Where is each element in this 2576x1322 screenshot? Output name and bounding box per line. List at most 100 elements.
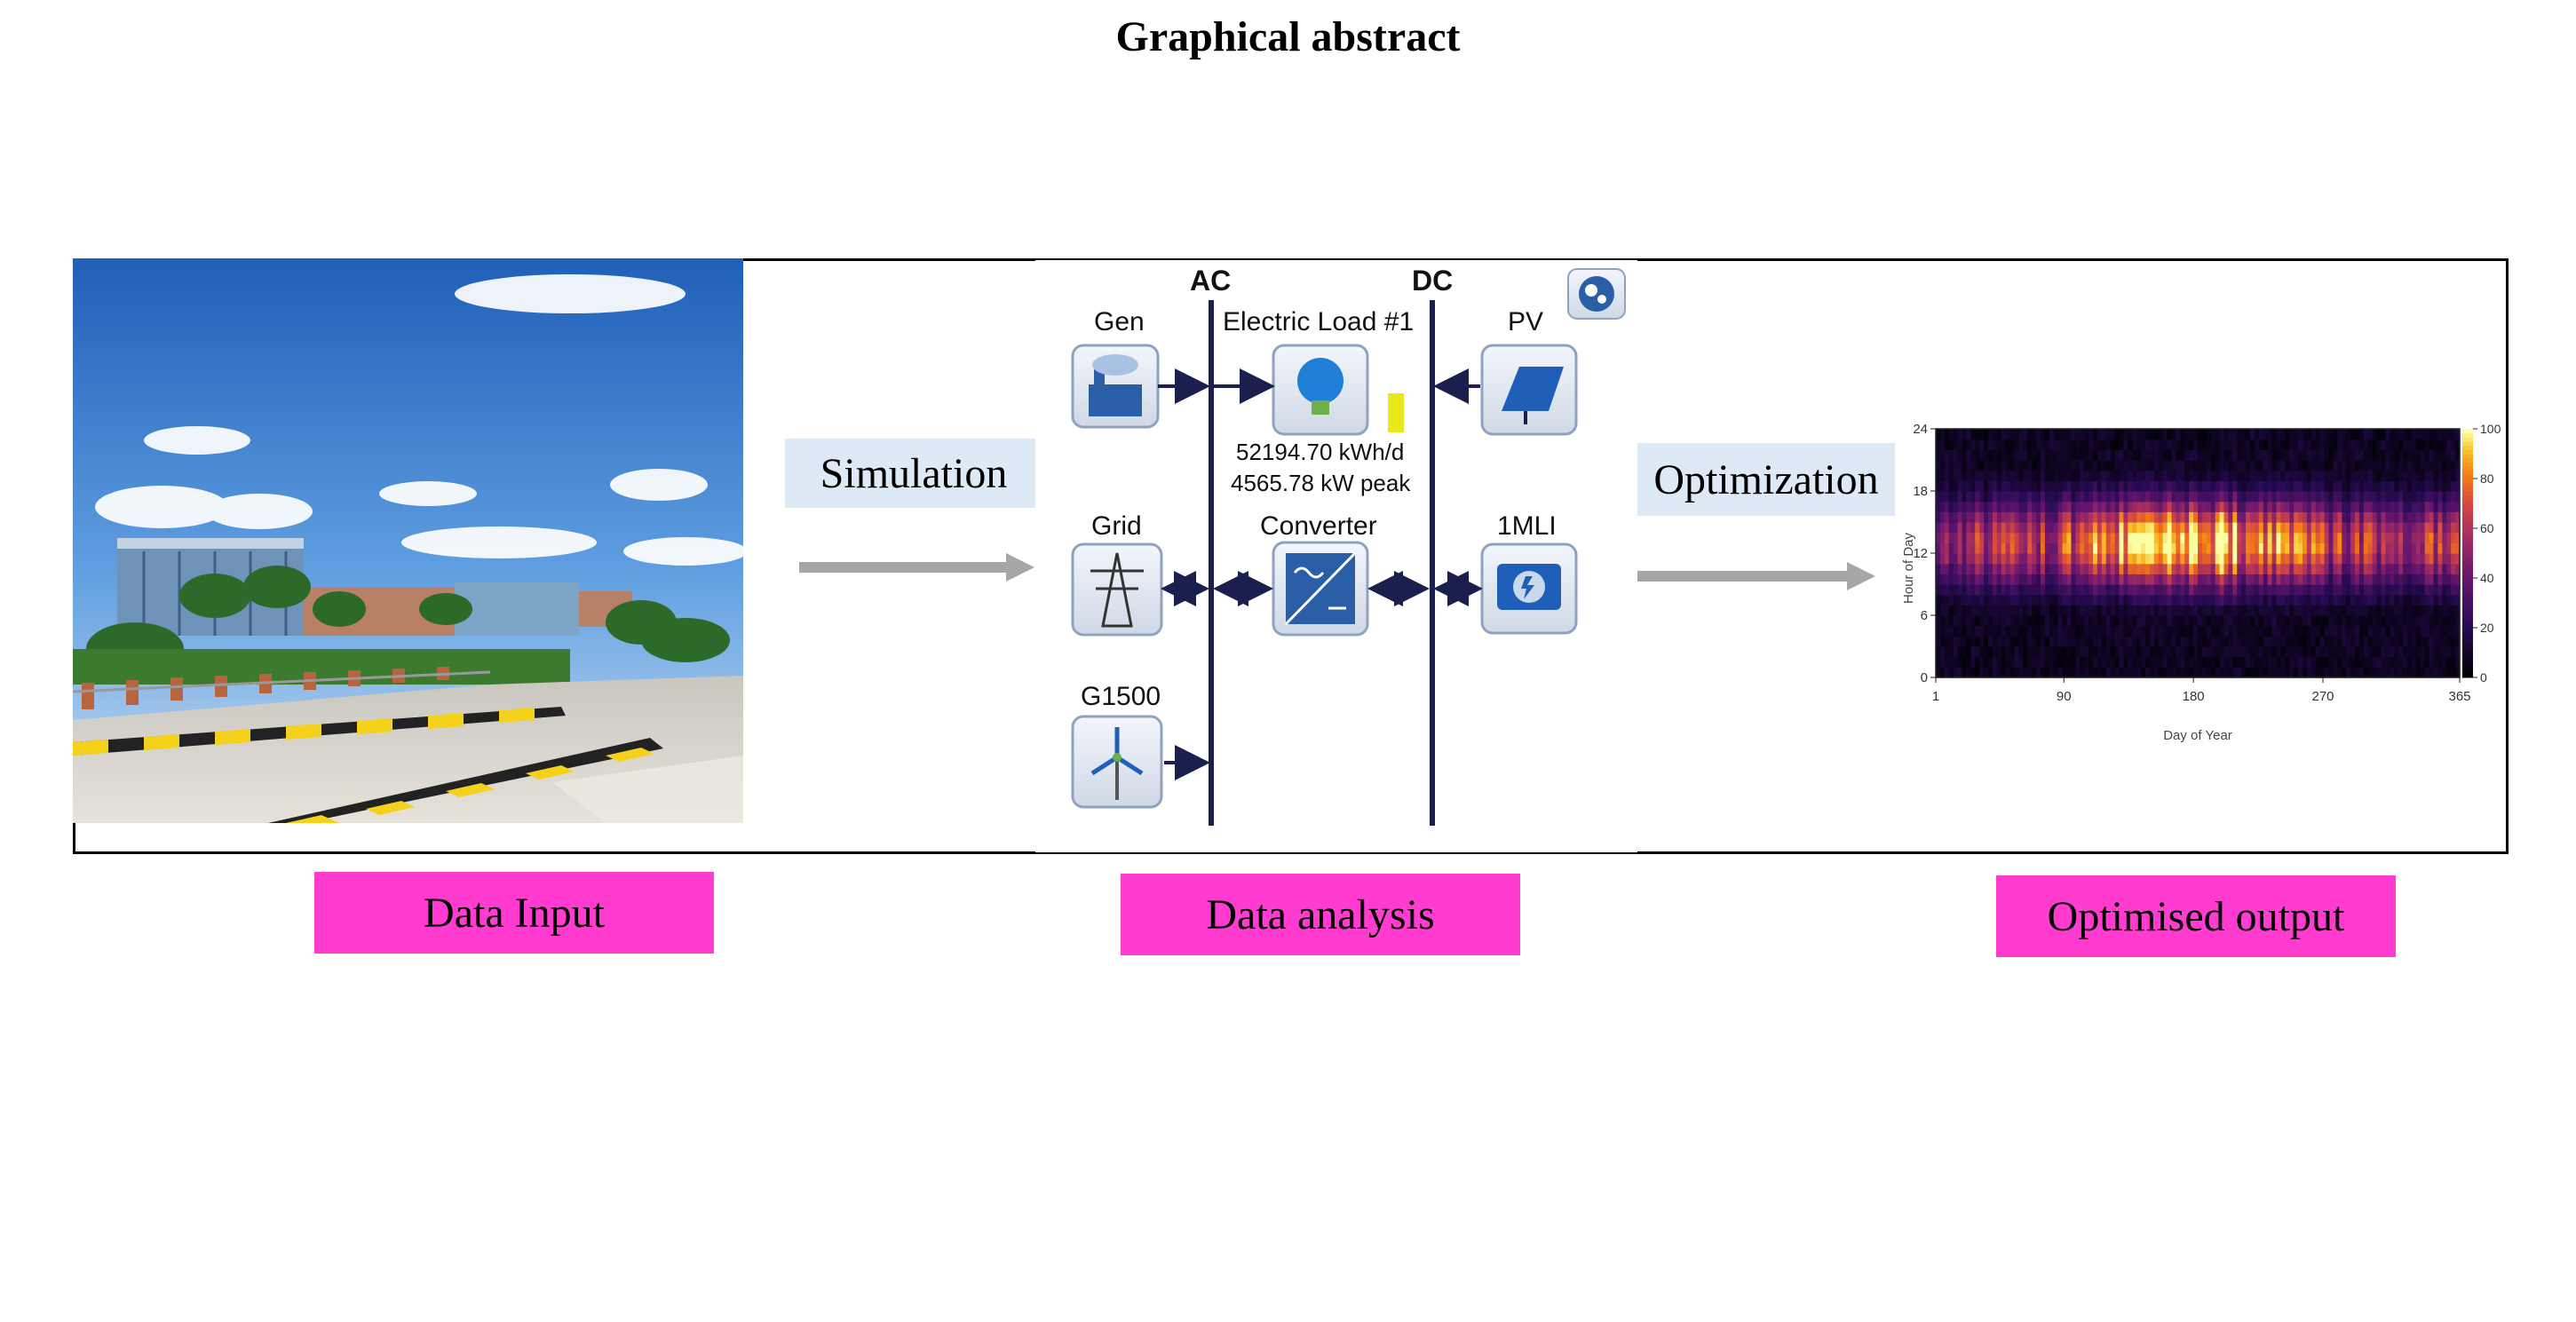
heatmap-cell [2303,522,2308,534]
heatmap-cell [2171,439,2177,450]
heatmap-cell [2267,667,2273,678]
heatmap-cell [2128,542,2133,554]
heatmap-cell [2276,449,2282,461]
heatmap-cell [2023,656,2028,668]
heatmap-cell [2258,501,2264,512]
heatmap-cell [2049,605,2055,616]
heatmap-cell [2237,429,2242,440]
heatmap-cell [2285,605,2290,616]
heatmap-cell [1966,584,1971,596]
heatmap-cell [2032,491,2037,503]
heatmap-cell [2184,656,2190,668]
heatmap-cell [2376,553,2382,565]
heatmap-cell [2306,429,2312,440]
heatmap-cell [2437,615,2443,627]
heatmap-cell [2189,584,2194,596]
heatmap-cell [2407,480,2413,492]
heatmap-cell [2455,656,2461,668]
heatmap-cell [2228,491,2233,503]
heatmap-cell [2358,656,2365,668]
colorbar-tick-label: 20 [2480,621,2494,635]
x-axis-label: Day of Year [2163,728,2232,743]
heatmap-cell [2276,574,2282,585]
heatmap-cell [2346,429,2351,440]
heatmap-cell [2394,574,2399,585]
heatmap-cell [2350,449,2356,461]
heatmap-cell [2171,480,2177,492]
heatmap-cell [2018,584,2024,596]
heatmap-cell [2105,605,2112,616]
heatmap-cell [1979,501,1985,512]
heatmap-cell [2324,594,2330,606]
heatmap-cell [2342,470,2347,481]
heatmap-cell [2119,501,2125,512]
heatmap-cell [2241,656,2247,668]
heatmap-cell [2337,501,2342,512]
heatmap-cell [2032,584,2037,596]
heatmap-cell [2062,511,2068,523]
heatmap-cell [2285,615,2290,627]
heatmap-cell [2303,439,2308,450]
heatmap-cell [2429,667,2435,678]
heatmap-cell [2363,511,2369,523]
heatmap-cell [2407,439,2413,450]
heatmap-cell [2358,522,2365,534]
heatmap-cell [2193,532,2199,543]
heatmap-cell [2398,460,2404,471]
heatmap-cell [2005,449,2011,461]
heatmap-cell [2398,470,2404,481]
heatmap-cell [2114,491,2120,503]
heatmap-cell [2167,460,2173,471]
heatmap-cell [2001,605,2007,616]
heatmap-cell [2128,532,2133,543]
heatmap-cell [2101,491,2107,503]
heatmap-cell [2415,470,2421,481]
heatmap-cell [2114,480,2120,492]
heatmap-cell [2446,542,2452,554]
heatmap-cell [2315,636,2321,647]
heatmap-cell [2036,460,2041,471]
heatmap-cell [2372,646,2378,658]
heatmap-cell [2184,522,2190,534]
heatmap-cell [2141,594,2146,606]
heatmap-cell [2089,439,2094,450]
heatmap-cell [2041,646,2046,658]
heatmap-cell [2057,429,2064,440]
heatmap-cell [2014,667,2020,678]
heatmap-cell [2101,542,2107,554]
heatmap-cell [2294,594,2299,606]
heatmap-cell [2141,625,2146,637]
heatmap-cell [1936,491,1941,503]
heatmap-cell [2241,480,2247,492]
heatmap-cell [1953,522,1959,534]
heatmap-cell [1975,542,1980,554]
heatmap-cell [2442,594,2447,606]
heatmap-cell [2023,511,2028,523]
heatmap-cell [2415,584,2421,596]
heatmap-cell [2237,563,2242,574]
heatmap-cell [2455,449,2461,461]
heatmap-cell [2310,429,2317,440]
heatmap-cell [2057,439,2064,450]
heatmap-cell [2158,449,2164,461]
heatmap-cell [2303,449,2308,461]
heatmap-cell [2123,656,2128,668]
heatmap-cell [2023,449,2028,461]
heatmap-cell [2237,439,2242,450]
heatmap-cell [2398,615,2404,627]
heatmap-cell [2062,656,2068,668]
heatmap-cell [2075,584,2081,596]
heatmap-cell [2136,625,2142,637]
heatmap-cell [2014,656,2020,668]
heatmap-cell [1992,574,1998,585]
heatmap-cell [2385,615,2390,627]
heatmap-cell [2415,480,2421,492]
heatmap-cell [2123,449,2128,461]
heatmap-cell [2223,542,2230,554]
heatmap-cell [2390,615,2395,627]
heatmap-cell [1988,553,1993,565]
heatmap-cell [2315,511,2321,523]
heatmap-cell [2145,667,2151,678]
heatmap-cell [2298,584,2303,596]
heatmap-cell [2237,460,2242,471]
